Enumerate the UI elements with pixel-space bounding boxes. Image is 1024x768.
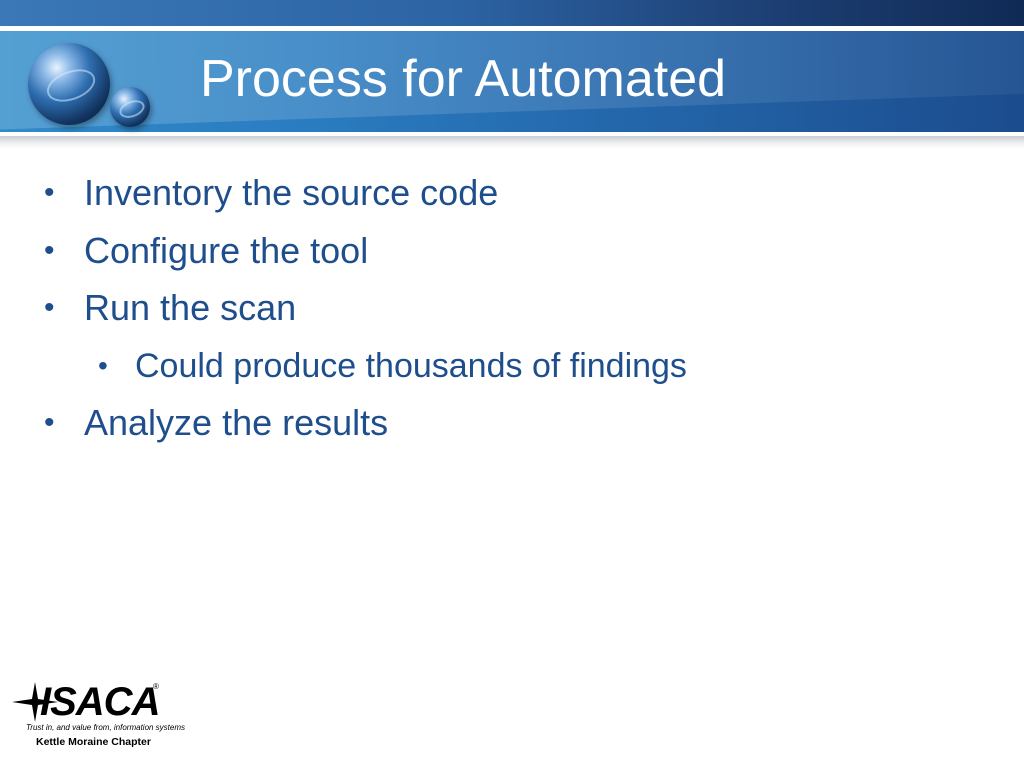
bullet-list: • Inventory the source code • Configure …	[0, 168, 687, 456]
bullet-dot: •	[44, 291, 55, 324]
bullet-dot: •	[98, 349, 108, 381]
globe-icon	[28, 43, 110, 125]
sub-bullet-item: • Could produce thousands of findings	[0, 341, 687, 399]
bullet-dot: •	[44, 233, 55, 267]
logo-wordmark: ISACA	[40, 680, 160, 724]
header-band	[0, 31, 1024, 132]
bullet-text: Analyze the results	[84, 402, 389, 443]
bullet-dot: •	[44, 176, 55, 209]
header-underline	[0, 132, 1024, 136]
isaca-star-icon	[12, 682, 58, 722]
bullet-dot: •	[44, 406, 55, 439]
bullet-text: Run the scan	[84, 287, 297, 328]
logo-tagline: Trust in, and value from, information sy…	[26, 723, 186, 732]
bullet-item: • Analyze the results	[0, 398, 687, 456]
bullet-text: Inventory the source code	[84, 172, 499, 213]
header-gap	[0, 26, 1024, 31]
bullet-item: • Run the scan	[0, 283, 687, 341]
bullet-text: Configure the tool	[84, 229, 369, 271]
globe-icon	[110, 87, 150, 127]
header-top-strip	[0, 0, 1024, 26]
header-shadow	[0, 136, 1024, 148]
chapter-name: Kettle Moraine Chapter	[36, 736, 151, 748]
isaca-logo: ISACA ® Trust in, and value from, inform…	[12, 680, 185, 752]
bullet-item: • Configure the tool	[0, 226, 687, 284]
slide-title: Process for Automated	[200, 50, 727, 108]
bullet-text: Could produce thousands of findings	[135, 346, 687, 385]
registered-mark: ®	[153, 682, 159, 691]
bullet-item: • Inventory the source code	[0, 168, 687, 226]
